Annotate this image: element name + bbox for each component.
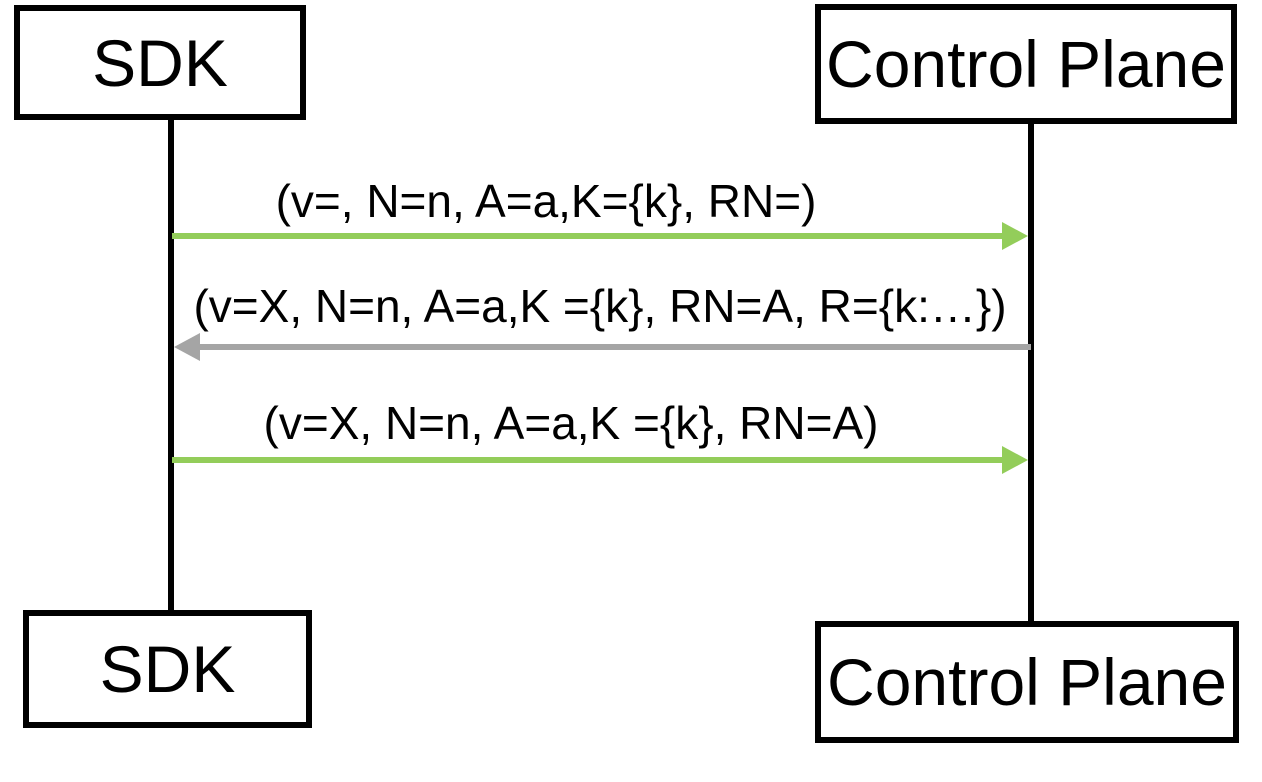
message-2-label: (v=X, N=n, A=a,K ={k}, RN=A, R={k:…}) [193, 280, 1007, 332]
message-3-label: (v=X, N=n, A=a,K ={k}, RN=A) [263, 397, 879, 449]
message-2-arrow-line [192, 344, 1031, 350]
participant-box-control-plane-bottom: Control Plane [815, 621, 1239, 743]
message-3-arrow-line [172, 457, 1010, 463]
lifeline-sdk [168, 118, 174, 612]
message-1-arrow-line [172, 233, 1010, 239]
participant-box-sdk-top: SDK [14, 5, 306, 120]
message-1-arrow [172, 222, 1028, 250]
participant-label-sdk-bottom: SDK [99, 632, 236, 706]
participant-label-sdk-top: SDK [92, 25, 228, 100]
message-3-arrow [172, 446, 1028, 474]
participant-label-control-plane-bottom: Control Plane [827, 645, 1227, 719]
lifeline-control-plane [1028, 122, 1034, 622]
participant-label-control-plane-top: Control Plane [826, 27, 1226, 101]
message-1-arrowhead-icon [1002, 222, 1028, 250]
participant-box-sdk-bottom: SDK [23, 610, 312, 728]
message-2-arrowhead-icon [174, 333, 200, 361]
message-2-arrow [174, 333, 1031, 361]
participant-box-control-plane-top: Control Plane [815, 4, 1237, 124]
message-1-label: (v=, N=n, A=a,K={k}, RN=) [275, 175, 817, 227]
message-3-arrowhead-icon [1002, 446, 1028, 474]
